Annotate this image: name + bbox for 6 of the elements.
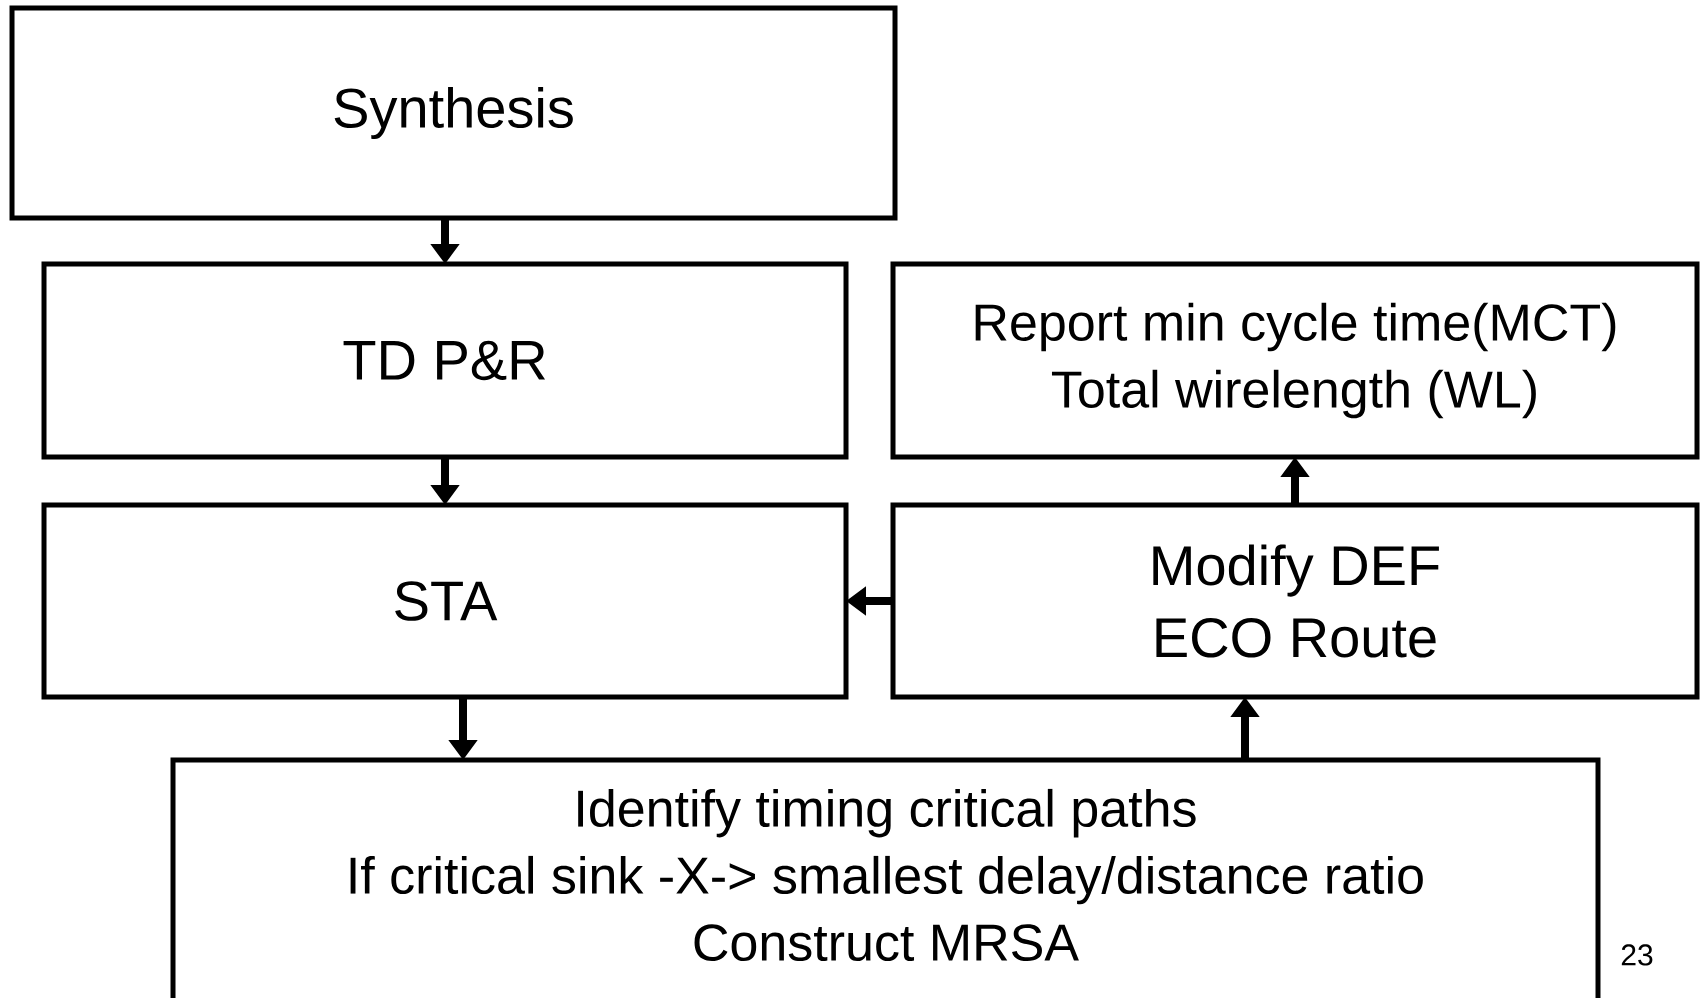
process-box: STA (41, 502, 849, 700)
process-box: Synthesis (9, 5, 898, 221)
process-box: Modify DEF ECO Route (890, 502, 1700, 700)
process-box: Report min cycle time(MCT) Total wirelength (WL) (890, 261, 1700, 460)
process-box: TD P&R (41, 261, 849, 460)
process-box: Identify timing critical paths If critical sink -X-> smallest delay/distance ratio Construct MRSA (170, 757, 1601, 998)
